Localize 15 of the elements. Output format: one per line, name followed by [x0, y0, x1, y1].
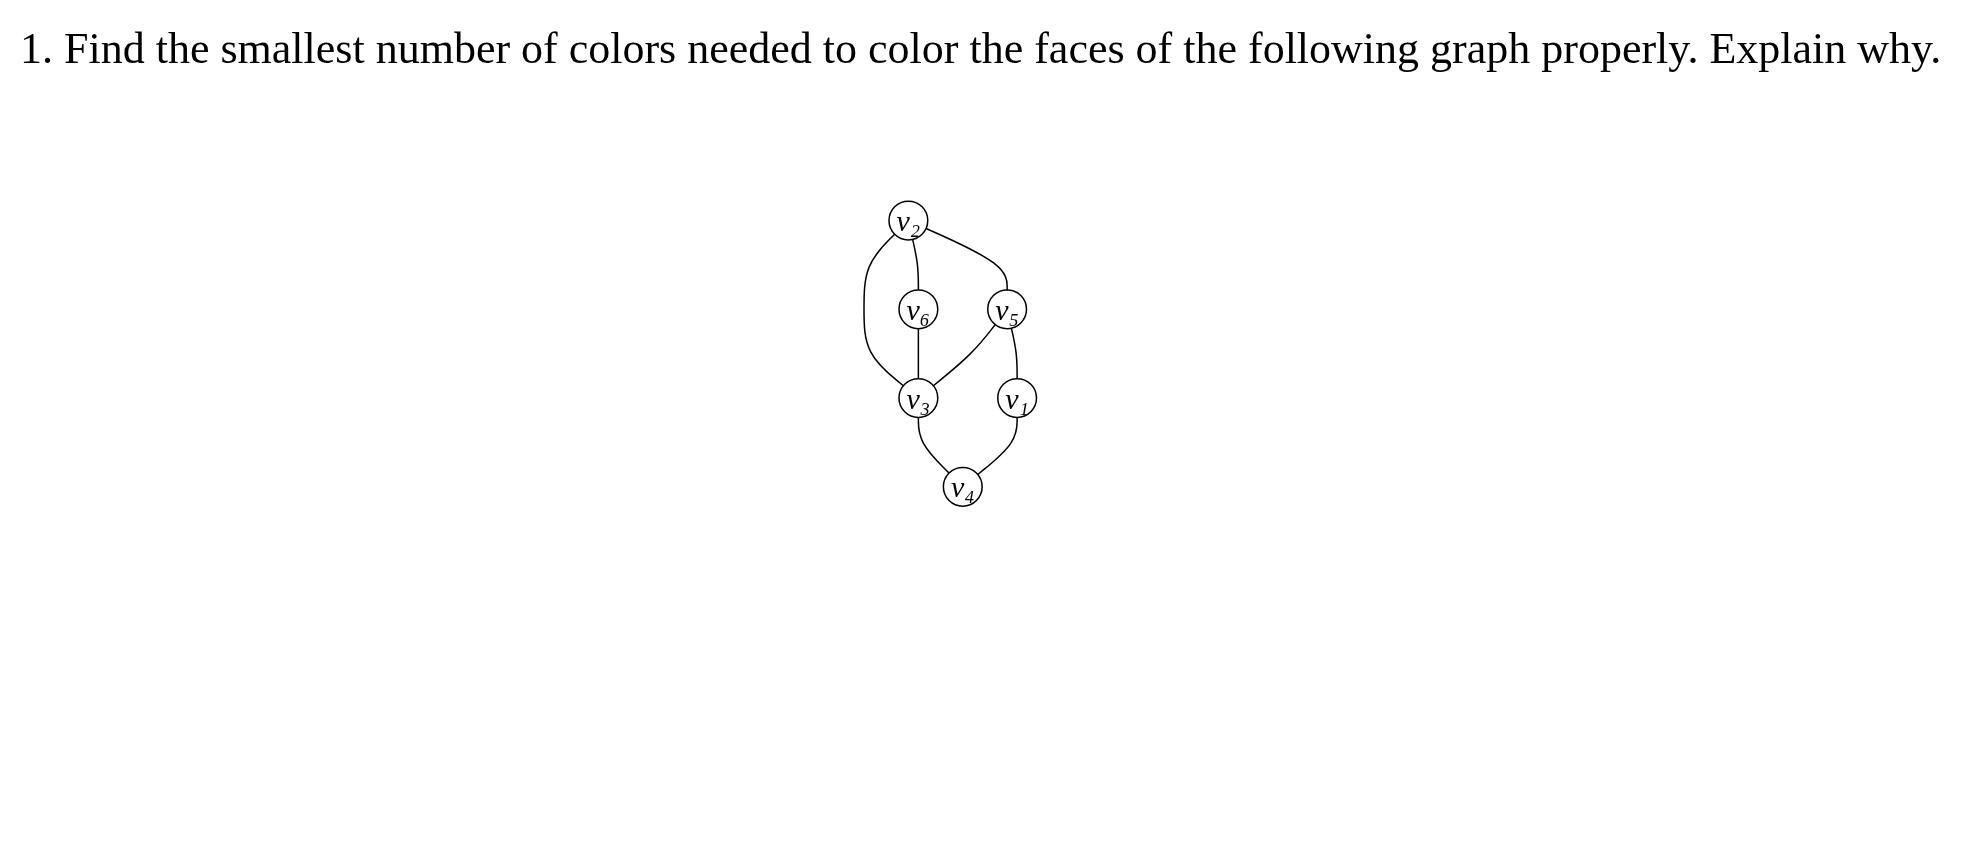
connector	[911, 238, 919, 291]
connector	[976, 416, 1018, 476]
node-circle: v₅	[986, 289, 1027, 330]
question-text: 1. Find the smallest number of colors needed to color the faces of the following graph properly. Explain why.	[20, 23, 1943, 75]
node-circle: v₁	[996, 377, 1037, 419]
connector	[863, 233, 904, 387]
node-circle: v₄	[942, 466, 983, 507]
connector	[925, 227, 1008, 291]
connector	[1010, 327, 1018, 380]
node-circle: v₂	[888, 200, 929, 241]
connector	[917, 416, 950, 474]
node-circle: v₃	[898, 377, 939, 419]
connector	[917, 327, 919, 380]
node-circle: v₆	[898, 289, 939, 330]
connector	[932, 323, 996, 387]
